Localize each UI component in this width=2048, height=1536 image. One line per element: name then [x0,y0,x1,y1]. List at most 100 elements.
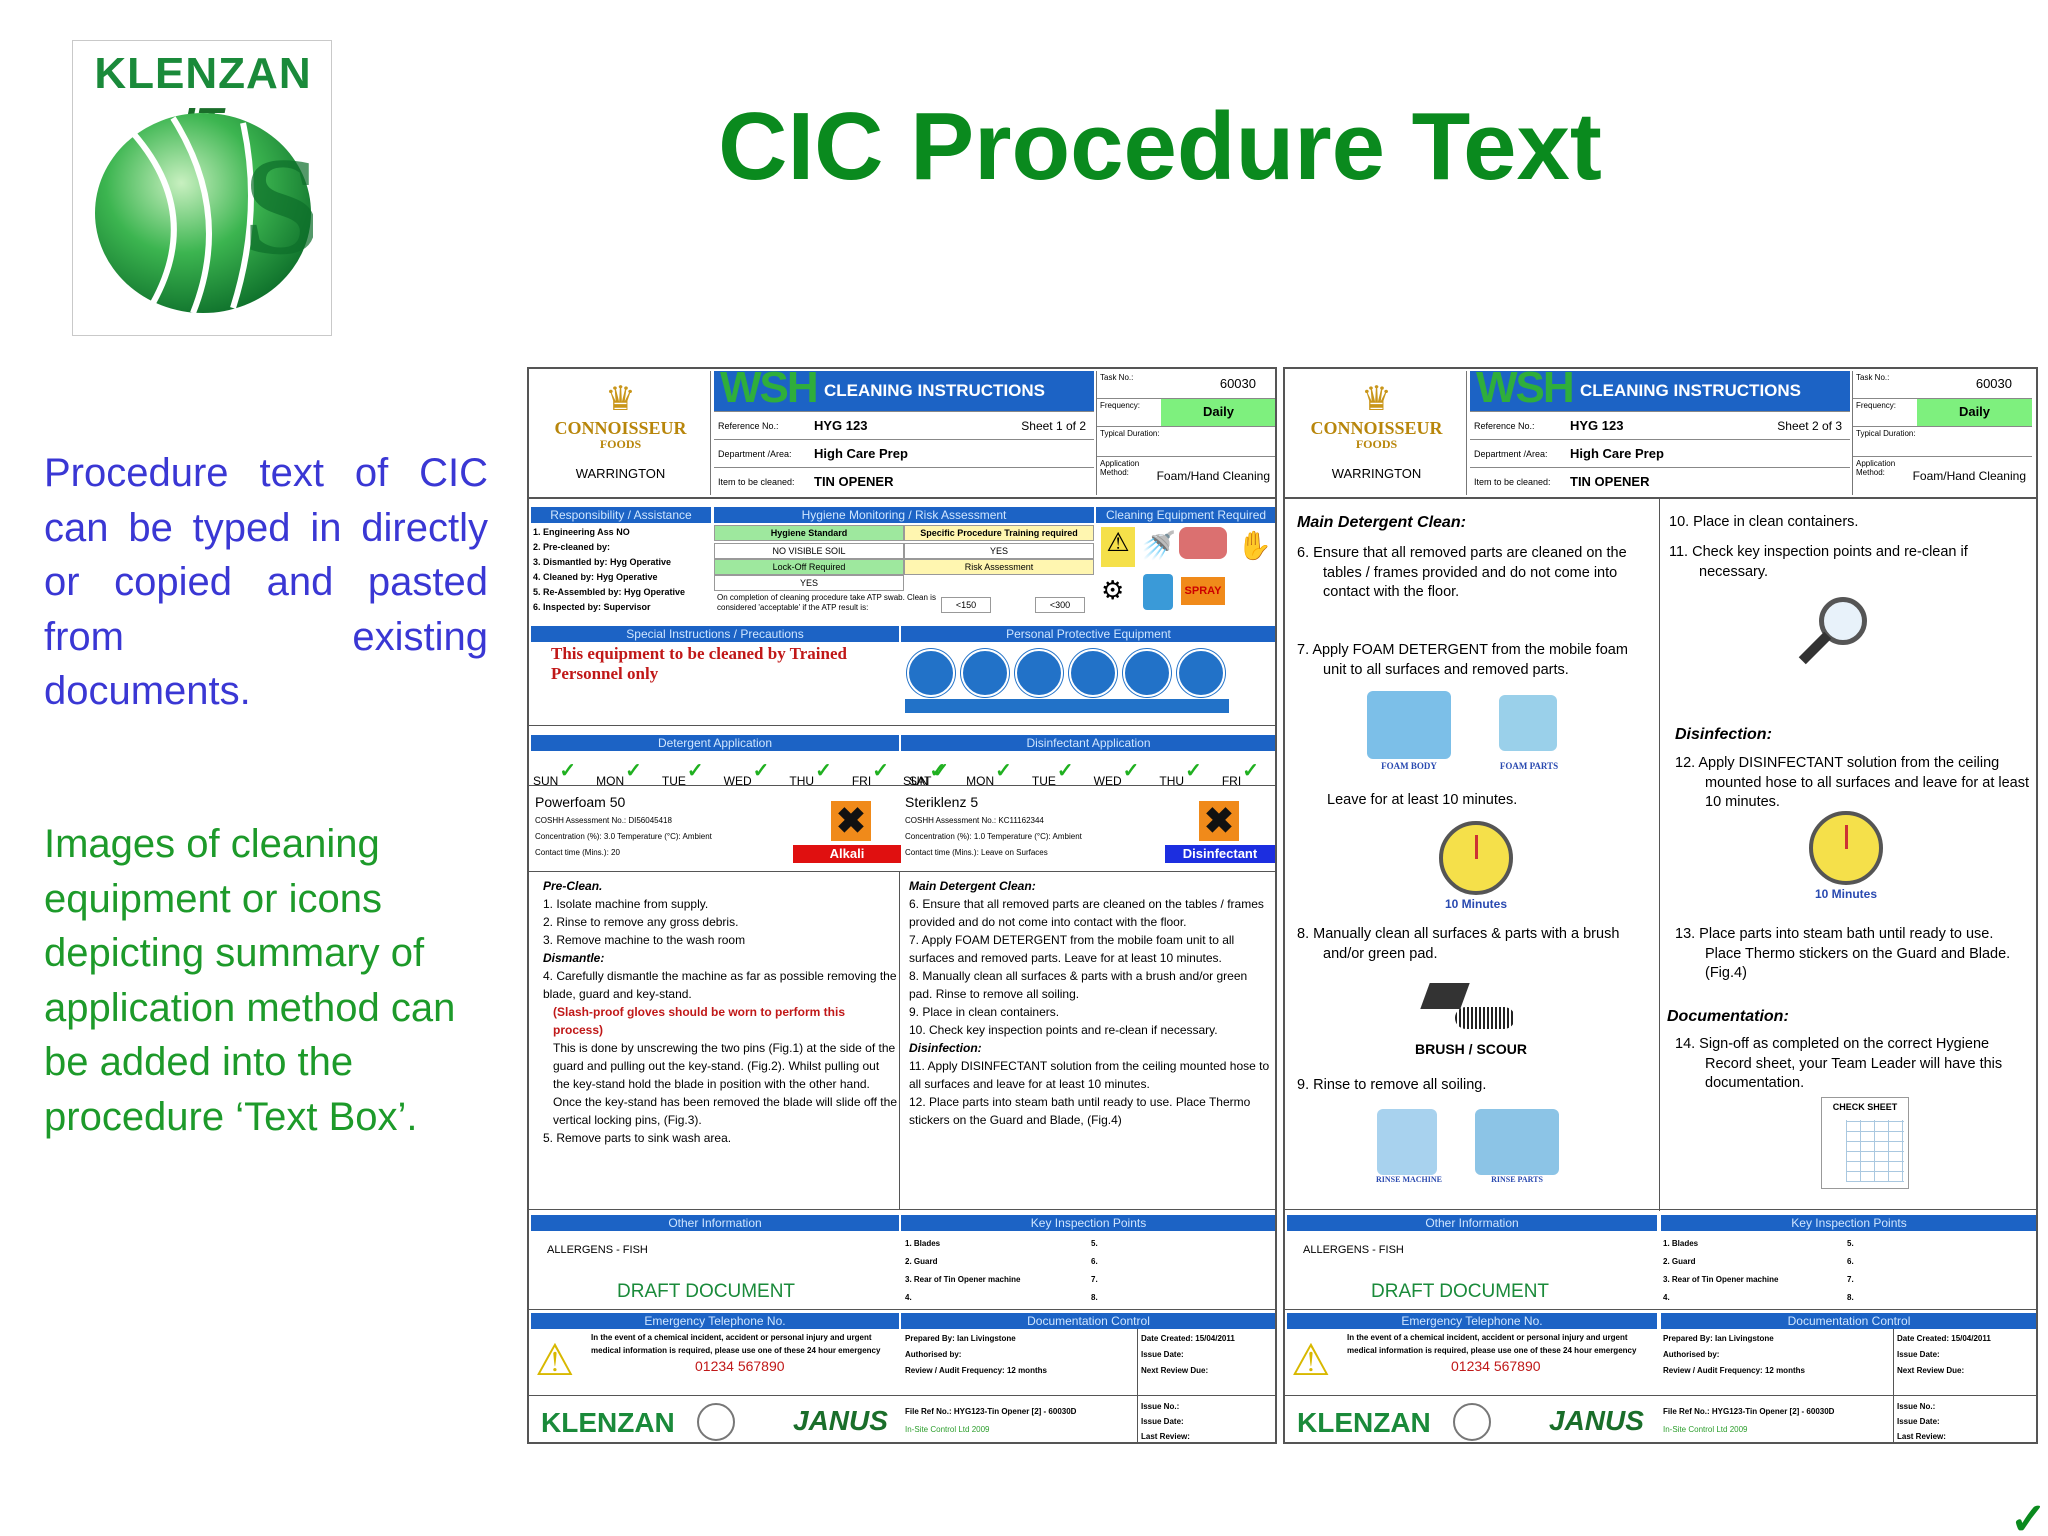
detergent-name: Powerfoam 50 [535,794,626,810]
day: MON [966,766,1012,791]
logo-text: KLENZAN [94,49,312,98]
method-value: Foam/Hand Cleaning [1912,469,2026,483]
clock-icon [1809,811,1883,885]
item-row: Item to be cleaned: TIN OPENER [1470,467,1850,495]
day: THU [1159,766,1201,791]
hairnet-icon [907,649,955,697]
method-value: Foam/Hand Cleaning [1156,469,1270,483]
key-point: 5. [1091,1239,1098,1248]
atp-text: On completion of cleaning procedure take… [717,593,936,612]
key-point: 5. [1847,1239,1854,1248]
key-point: 3. Rear of Tin Opener machine [1663,1275,1779,1284]
disinfectant-coshh: COSHH Assessment No.: KC11162344 [905,816,1044,825]
doc-row: Authorised by: [1663,1350,1720,1359]
section-hygiene: Hygiene Monitoring / Risk Assessment [714,507,1094,523]
disinfectant-label: Disinfectant [1165,845,1275,863]
hygiene-cell: Lock-Off Required [714,559,904,575]
company-sub: FOODS [1355,437,1398,451]
section-emergency: Emergency Telephone No. [531,1313,899,1329]
issue-row: Issue No.: [1897,1402,1936,1411]
responsibility-list: 1. Engineering Ass NO 2. Pre-cleaned by:… [533,525,713,615]
emergency-phone: 01234 567890 [1451,1358,1541,1374]
sheet-number: Sheet 1 of 2 [1021,419,1086,433]
procedure-left: Pre-Clean. 1. Isolate machine from suppl… [543,877,897,1147]
doc-row: Review / Audit Frequency: 12 months [1663,1366,1805,1375]
doc-date: Date Created: 15/04/2011 [1141,1334,1235,1343]
magnifier-handle [1798,631,1832,665]
apron-icon [1015,649,1063,697]
section-emergency: Emergency Telephone No. [1287,1313,1657,1329]
doc-row: Review / Audit Frequency: 12 months [905,1366,1047,1375]
step-13: 13. Place parts into steam bath until re… [1675,926,2011,981]
footer-klenzan: KLENZAN [1297,1407,1431,1438]
section-other: Other Information [1287,1215,1657,1231]
section-docctrl: Documentation Control [901,1313,1275,1329]
hygiene-cell: Specific Procedure Training required [904,525,1094,541]
proc-step: 8. Manually clean all surfaces & parts w… [909,969,1248,1001]
resp-row: 6. Inspected by: Supervisor [533,602,651,612]
issue-row: Issue Date: [1141,1417,1184,1426]
reference-value: HYG 123 [1570,418,1624,433]
footer-janus: JANUS [1549,1405,1644,1436]
method-label: Application Method: [1100,459,1140,477]
doc-dates: Date Created: 15/04/2011 Issue Date: Nex… [1897,1331,1991,1379]
item-label: Item to be cleaned: [1474,477,1551,487]
doc-date: Next Review Due: [1897,1366,1965,1375]
item-value: TIN OPENER [1570,474,1650,489]
day: FRI [1222,766,1259,791]
page-title: CIC Procedure Text [718,93,1602,200]
special-instruction: This equipment to be cleaned by Trained … [551,644,847,683]
atp-value: <150 [941,597,991,613]
step-11: 11. Check key inspection points and re-c… [1669,544,1968,580]
frequency-value: Daily [1917,399,2032,426]
proc-step: 10. Check key inspection points and re-c… [909,1023,1218,1037]
resp-row: 3. Dismantled by: Hyg Operative [533,557,672,567]
proc-heading: Pre-Clean. [543,879,603,893]
disinfectant-days: SUNMONTUEWEDTHUFRISAT [903,766,1275,791]
day: TUE [1032,766,1074,791]
proc-step: 4. Carefully dismantle the machine as fa… [543,969,897,1001]
machine-icon: ⚙ [1101,575,1125,605]
check-sheet-image: CHECK SHEET [1821,1097,1909,1189]
crown-icon: ♛ [1361,380,1392,418]
section-key: Key Inspection Points [1661,1215,2036,1231]
ten-minutes-caption: 10 Minutes [1444,897,1507,911]
brush-scour-caption: BRUSH / SCOUR [1415,1041,1528,1057]
ppe-labels [905,699,1229,713]
reference-value: HYG 123 [814,418,868,433]
detergent-details: COSHH Assessment No.: DI56045418 Concent… [535,813,815,861]
method-label: Application Method: [1856,459,1896,477]
disinfectant-details: COSHH Assessment No.: KC11162344 Concent… [905,813,1185,861]
key-point: 1. Blades [905,1239,941,1248]
key-points-a: 1. Blades 2. Guard 3. Rear of Tin Opener… [905,1235,1020,1307]
emergency-phone: 01234 567890 [695,1358,785,1374]
doc-date: Issue Date: [1141,1350,1184,1359]
section-key: Key Inspection Points [901,1215,1275,1231]
key-points-a: 1. Blades 2. Guard 3. Rear of Tin Opener… [1663,1235,1778,1307]
warning-triangle-icon: ⚠ [1291,1336,1331,1385]
scour-pad [1420,983,1470,1009]
hygiene-cell: NO VISIBLE SOIL [714,543,904,559]
other-info: ALLERGENS - FISH [547,1244,648,1256]
foam-body-image [1367,691,1451,759]
task-value: 60030 [1975,376,2012,391]
check-sheet-grid [1846,1120,1904,1182]
proc-step: 7. Apply FOAM DETERGENT from the mobile … [909,933,1235,965]
proc-step: 3. Remove machine to the wash room [543,933,746,947]
step-12: 12. Apply DISINFECTANT solution from the… [1675,755,2030,810]
foam-parts-caption: FOAM PARTS [1499,761,1559,771]
typical-label: Typical Duration: [1100,429,1160,438]
resp-row: 2. Pre-cleaned by: [533,542,611,552]
day: SUN [533,766,576,791]
frequency-row: Frequency:Daily [1097,399,1275,427]
proc-heading: Dismantle: [543,951,605,965]
task-label: Task No.: [1100,373,1134,382]
checkmark-icon: ✓ [2010,1495,2047,1536]
day: WED [724,766,770,791]
step-9: 9. Rinse to remove all soiling. [1297,1077,1487,1093]
day: TUE [662,766,704,791]
irritant-icon: ✖ [831,801,871,841]
